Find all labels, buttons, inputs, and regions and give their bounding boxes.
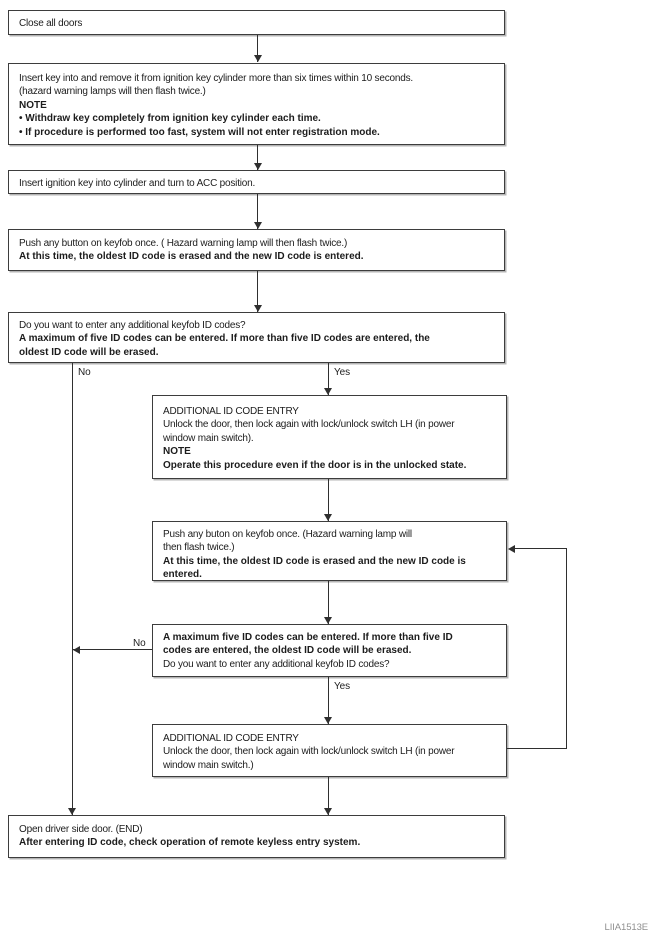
box-text-line: • If procedure is performed too fast, sy…: [19, 126, 380, 138]
box-text-line: then flash twice.): [163, 542, 235, 554]
box-text-line: ADDITIONAL ID CODE ENTRY: [163, 733, 299, 744]
box-text-line: Unlock the door, then lock again with lo…: [163, 746, 455, 758]
edge-label-no-2: No: [133, 638, 146, 649]
box-text-line: entered.: [163, 569, 202, 581]
figure-code-label: LIIA1513E: [604, 922, 649, 933]
loop-line-bottom: [507, 748, 567, 749]
connector-line: [257, 35, 258, 62]
box-text-line: NOTE: [19, 99, 47, 111]
yes-branch-line-2: [328, 677, 329, 724]
no-branch-line: [72, 363, 73, 815]
box-text-line: Insert ignition key into cylinder and tu…: [19, 178, 256, 189]
flow-box-open-door-end: Open driver side door. (END) After enter…: [8, 815, 505, 858]
connector-line: [257, 271, 258, 312]
connector-line: [328, 777, 329, 815]
box-text-line: Unlock the door, then lock again with lo…: [163, 419, 455, 431]
flow-box-push-button: Push any button on keyfob once. ( Hazard…: [8, 229, 505, 271]
flow-box-additional-entry-1: ADDITIONAL ID CODE ENTRY Unlock the door…: [152, 395, 507, 479]
box-text-line: Do you want to enter any additional keyf…: [19, 320, 246, 331]
flow-box-push-button-2: Push any buton on keyfob once. (Hazard w…: [152, 521, 507, 581]
arrowhead-down: [324, 808, 332, 815]
arrowhead-down: [254, 163, 262, 170]
edge-label-no-1: No: [78, 367, 91, 378]
arrowhead-down: [254, 55, 262, 62]
box-text-line: codes are entered, the oldest ID code wi…: [163, 645, 412, 657]
box-text-line: After entering ID code, check operation …: [19, 837, 361, 849]
arrowhead-down: [254, 222, 262, 229]
box-text-line: ADDITIONAL ID CODE ENTRY: [163, 406, 299, 417]
arrowhead-left: [73, 646, 80, 654]
edge-label-yes-1: Yes: [334, 367, 351, 378]
no-branch-line-2: [73, 649, 152, 650]
arrowhead-down: [68, 808, 76, 815]
connector-line: [257, 145, 258, 170]
box-text-line: Do you want to enter any additional keyf…: [163, 658, 390, 670]
arrowhead-down: [324, 617, 332, 624]
box-text-line: oldest ID code will be erased.: [19, 346, 159, 358]
box-text-line: NOTE: [163, 446, 191, 458]
flow-box-additional-question: Do you want to enter any additional keyf…: [8, 312, 505, 363]
box-text-line: (hazard warning lamps will then flash tw…: [19, 86, 206, 98]
box-text-line: window main switch.): [163, 759, 254, 771]
box-text-line: A maximum five ID codes can be entered. …: [163, 632, 453, 643]
connector-line: [328, 581, 329, 624]
flow-box-max-five-question: A maximum five ID codes can be entered. …: [152, 624, 507, 677]
loop-line-vertical: [566, 548, 567, 748]
box-text-line: • Withdraw key completely from ignition …: [19, 113, 321, 125]
connector-line: [257, 194, 258, 229]
box-text-line: Operate this procedure even if the door …: [163, 459, 467, 471]
box-text-line: A maximum of five ID codes can be entere…: [19, 333, 430, 345]
box-text-line: Insert key into and remove it from ignit…: [19, 73, 413, 84]
yes-branch-line: [328, 363, 329, 395]
box-text-line: Push any button on keyfob once. ( Hazard…: [19, 238, 348, 249]
box-text-line: At this time, the oldest ID code is eras…: [19, 251, 364, 263]
box-text-line: At this time, the oldest ID code is eras…: [163, 555, 466, 567]
box-text-line: window main switch).: [163, 432, 254, 444]
flow-box-insert-remove-key: Insert key into and remove it from ignit…: [8, 63, 505, 145]
box-text-line: Open driver side door. (END): [19, 824, 143, 835]
box-text-line: Push any buton on keyfob once. (Hazard w…: [163, 529, 412, 540]
arrowhead-down: [324, 388, 332, 395]
flow-box-close-all-doors: Close all doors: [8, 10, 505, 35]
flow-box-insert-acc: Insert ignition key into cylinder and tu…: [8, 170, 505, 194]
connector-line: [328, 479, 329, 521]
flow-box-additional-entry-2: ADDITIONAL ID CODE ENTRY Unlock the door…: [152, 724, 507, 777]
arrowhead-down: [324, 514, 332, 521]
box-text-line: Close all doors: [19, 18, 83, 29]
loop-line-top: [514, 548, 566, 549]
arrowhead-left: [508, 545, 515, 553]
edge-label-yes-2: Yes: [334, 681, 351, 692]
arrowhead-down: [324, 717, 332, 724]
arrowhead-down: [254, 305, 262, 312]
